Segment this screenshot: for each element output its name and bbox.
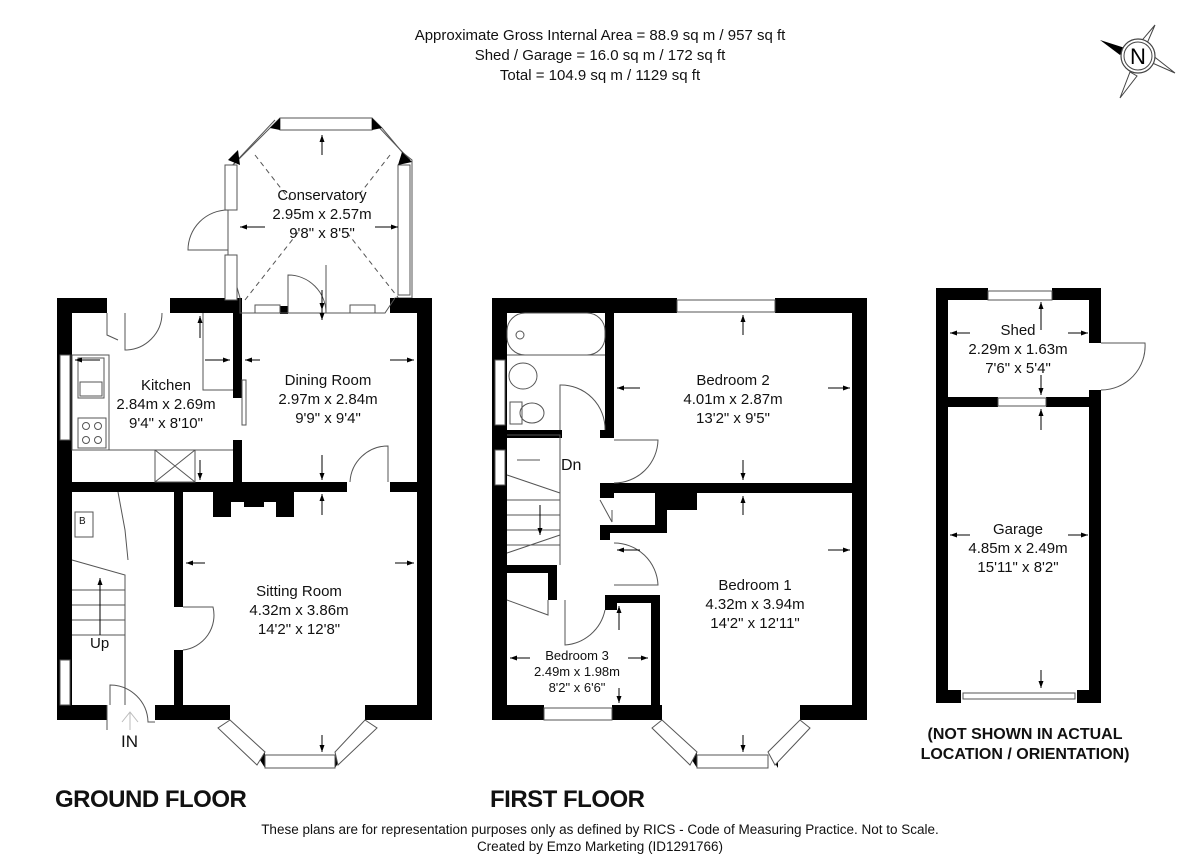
room-imperial: 9'4" x 8'10" [129,415,203,432]
room-metric: 2.95m x 2.57m [272,206,372,223]
credit: Created by Emzo Marketing (ID1291766) [476,839,724,854]
room-label-dining-room: Dining Room 2.97m x 2.84m 9'9" x 9'4" [278,371,377,428]
room-metric: 2.29m x 1.63m [968,341,1068,358]
room-imperial: 9'8" x 8'5" [289,225,355,242]
disclaimer: These plans are for representation purpo… [261,822,939,837]
stairs-down-label: Dn [561,457,582,474]
room-metric: 2.49m x 1.98m [534,664,620,679]
room-label-kitchen: Kitchen 2.84m x 2.69m 9'4" x 8'10" [116,376,215,433]
first-floor-title: FIRST FLOOR [490,786,645,813]
room-label-bedroom-1: Bedroom 1 4.32m x 3.94m 14'2" x 12'11" [705,576,804,633]
first-floor-walls [492,298,867,768]
room-metric: 2.97m x 2.84m [278,391,378,408]
room-imperial: 9'9" x 9'4" [295,410,361,427]
ground-floor-dimension-arrows [75,135,414,752]
area-summary: Approximate Gross Internal Area = 88.9 s… [0,26,1200,86]
room-metric: 4.32m x 3.94m [705,596,805,613]
entrance-arrow-icon [121,711,139,730]
room-imperial: 13'2" x 9'5" [696,410,770,427]
room-name: Garage [992,521,1044,538]
room-name: Shed [1000,322,1036,339]
location-orientation-note: (NOT SHOWN IN ACTUAL LOCATION / ORIENTAT… [910,725,1140,765]
room-name: Kitchen [140,377,192,394]
outbuilding-details [962,290,1146,700]
first-floor-dimension-arrows [510,315,850,752]
room-label-shed: Shed 2.29m x 1.63m 7'6" x 5'4" [968,321,1067,378]
room-name: Bedroom 1 [718,577,792,594]
north-compass-icon: N [1100,24,1176,99]
room-label-garage: Garage 4.85m x 2.49m 15'11" x 8'2" [968,520,1067,577]
ground-floor-details [59,117,413,769]
conservatory-corners [228,118,417,313]
room-name: Sitting Room [256,583,342,600]
note-line: (NOT SHOWN IN ACTUAL [927,726,1123,743]
svg-text:N: N [1130,44,1146,69]
room-imperial: 14'2" x 12'11" [710,615,800,632]
boiler-label: B [79,516,86,527]
outbuilding-dimension-arrows [950,302,1088,688]
room-imperial: 8'2" x 6'6" [548,680,606,695]
outbuilding-walls [936,288,1101,703]
ground-floor-walls [57,298,432,768]
note-line: LOCATION / ORIENTATION) [920,746,1130,763]
room-label-conservatory: Conservatory 2.95m x 2.57m 9'8" x 8'5" [272,186,371,243]
room-metric: 4.01m x 2.87m [683,391,783,408]
entrance-label: IN [121,732,138,751]
room-metric: 4.32m x 3.86m [249,602,349,619]
total-area: Total = 104.9 sq m / 1129 sq ft [499,67,701,84]
room-metric: 4.85m x 2.49m [968,540,1068,557]
gross-internal-area: Approximate Gross Internal Area = 88.9 s… [414,27,786,44]
shed-garage-area: Shed / Garage = 16.0 sq m / 172 sq ft [474,47,726,64]
room-name: Conservatory [277,187,367,204]
stairs-up-label: Up [90,635,110,652]
room-name: Dining Room [284,372,372,389]
ground-floor-title: GROUND FLOOR [55,786,247,813]
room-label-sitting-room: Sitting Room 4.32m x 3.86m 14'2" x 12'8" [249,582,348,639]
room-name: Bedroom 2 [696,372,770,389]
room-imperial: 15'11" x 8'2" [977,559,1059,576]
room-imperial: 7'6" x 5'4" [985,360,1051,377]
room-imperial: 14'2" x 12'8" [257,621,341,638]
room-name: Bedroom 3 [545,648,609,663]
room-label-bedroom-3: Bedroom 3 2.49m x 1.98m 8'2" x 6'6" [534,648,620,696]
first-floor-details [494,299,811,769]
room-metric: 2.84m x 2.69m [116,396,216,413]
room-label-bedroom-2: Bedroom 2 4.01m x 2.87m 13'2" x 9'5" [683,371,782,428]
